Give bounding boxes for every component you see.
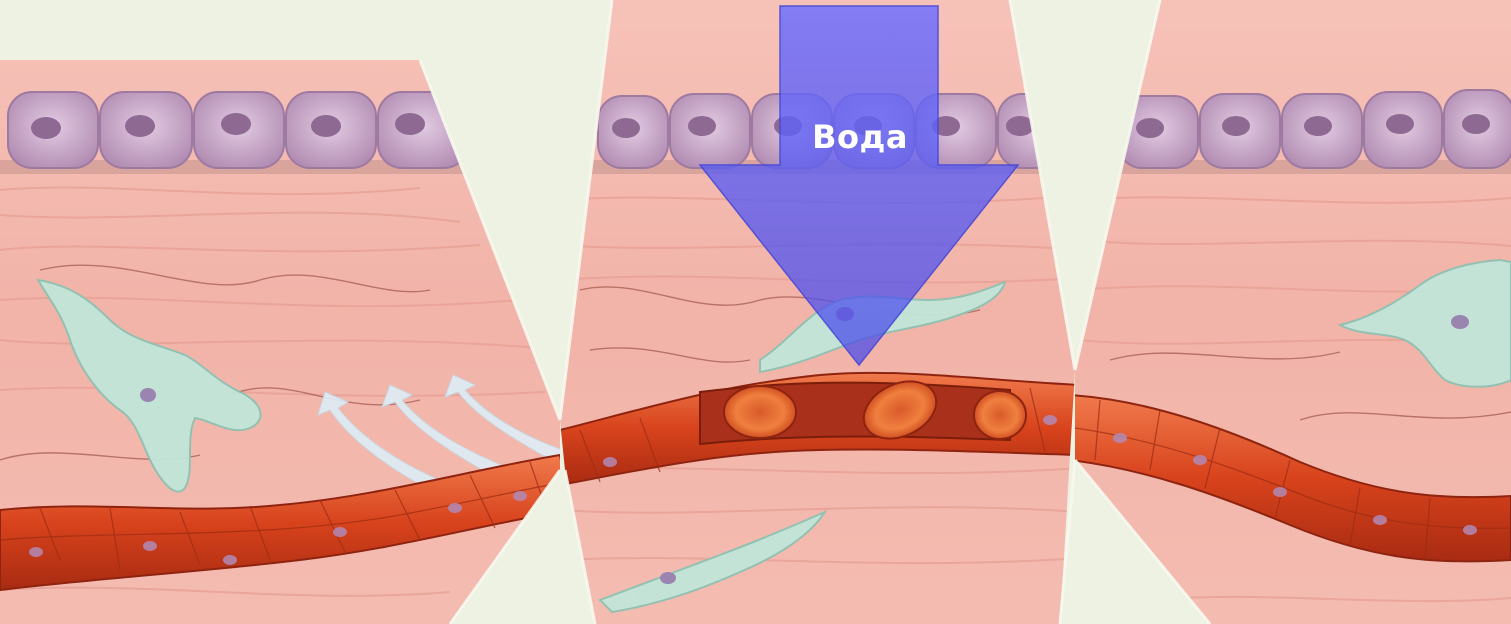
diagram-canvas: [0, 0, 1511, 624]
diagram: Вода: [0, 0, 1511, 624]
